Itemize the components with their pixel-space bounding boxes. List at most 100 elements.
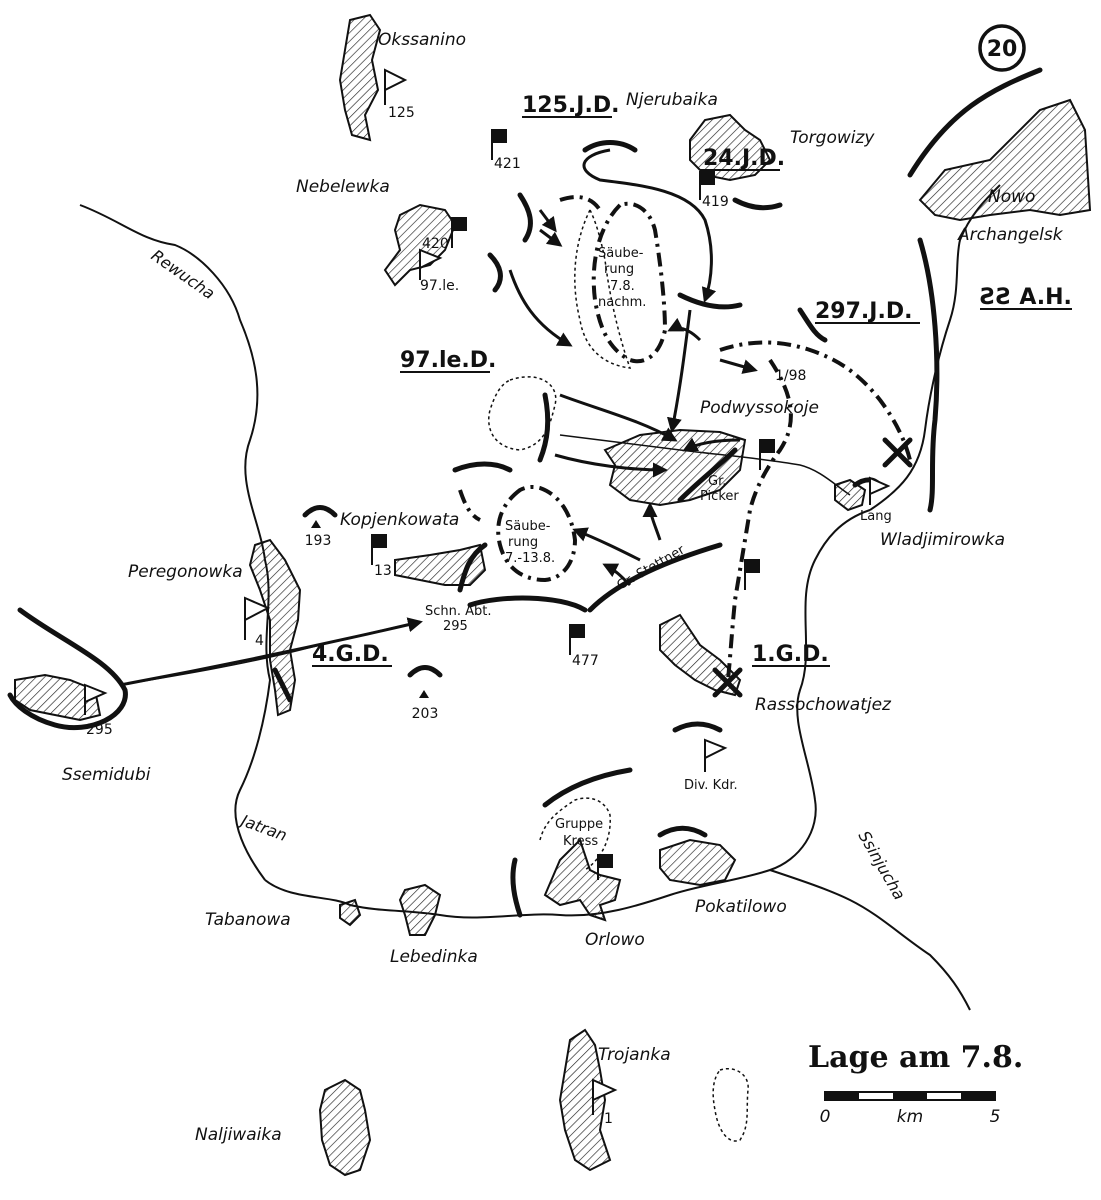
front-arc-5 <box>677 292 743 310</box>
place-names: Okssanino Njerubaika Torgowizy Nowo Arch… <box>62 30 1064 1145</box>
label-sb1-2: rung <box>604 262 634 277</box>
label-477: 477 <box>572 653 599 669</box>
place-lebedinka: Lebedinka <box>390 947 478 967</box>
label-13: 13 <box>374 563 392 579</box>
okssanino-town <box>338 13 382 142</box>
front-arc-20 <box>302 505 338 518</box>
label-div-kdr: Div. Kdr. <box>684 778 738 793</box>
front-arc-17 <box>510 857 523 918</box>
label-gr-stettner: Gr. Stettner <box>615 542 689 593</box>
front-arc-3 <box>517 192 533 243</box>
nowo-archangelsk-town <box>918 98 1092 222</box>
pocket-97le-north <box>488 376 557 451</box>
flag-div-kdr <box>704 738 728 772</box>
dash-dot-lines <box>458 195 912 681</box>
label-125: 125 <box>388 105 415 121</box>
dotted-pockets <box>488 208 749 1142</box>
flag-295 <box>84 683 108 715</box>
saeuberung-7-13-8-boundary <box>496 484 578 583</box>
archangelsk-river <box>869 184 1001 511</box>
label-203: 203 <box>412 706 439 722</box>
front-lines <box>7 67 1043 918</box>
arrow-dash-from-1-98 <box>719 358 758 374</box>
pocket-kress <box>539 797 611 871</box>
rassochowatjez-dash-line <box>726 358 793 681</box>
scale-end: 5 <box>990 1107 1001 1127</box>
kopjenkowata-dash-line <box>458 489 481 522</box>
label-lang: Lang <box>860 509 892 524</box>
label-420: 420 <box>422 236 449 252</box>
front-arc-2 <box>537 392 551 463</box>
arrow-hook-2 <box>539 228 563 247</box>
flag-420 <box>451 217 467 248</box>
label-kress-2: Kress <box>563 834 598 849</box>
place-naljiwaika: Naljiwaika <box>195 1125 282 1145</box>
trojanka-town <box>558 1028 612 1172</box>
place-okssanino: Okssanino <box>378 30 466 50</box>
ssemidubi-town <box>14 673 102 722</box>
label-4: 4 <box>255 633 264 649</box>
front-arc-18 <box>672 721 723 733</box>
flag-421 <box>491 129 507 160</box>
front-arc-8 <box>582 140 638 153</box>
unit-gd4: 4.G.D. <box>312 642 389 667</box>
label-sb1-3: 7.8. <box>610 279 635 294</box>
pocket-njerubaika <box>574 208 632 369</box>
arrow-njerubaika-sweep <box>582 148 717 303</box>
map-number-badge: 20 <box>978 24 1026 72</box>
place-peregonowka: Peregonowka <box>128 562 243 582</box>
label-419: 419 <box>702 194 729 210</box>
flag-rassochowatjez <box>744 559 760 590</box>
label-gr-picker-1: Gr. <box>708 474 726 489</box>
ssinjucha-river <box>769 869 971 1011</box>
place-nowo: Nowo <box>988 187 1035 207</box>
label-421: 421 <box>494 156 521 172</box>
arrow-schn-abt <box>119 617 423 687</box>
njerubaika-dash-line <box>559 195 602 212</box>
label-193: 193 <box>305 533 332 549</box>
front-arc-21 <box>407 665 443 678</box>
scale-start: 0 <box>820 1107 831 1127</box>
crossed-marker-wladjimirowka-b <box>882 437 913 468</box>
small-labels: 125 421 419 420 97.le. 193 13 4 295 477 … <box>86 105 892 1127</box>
label-schn-abt: Schn. Abt. <box>425 604 492 619</box>
arrow-hook-1 <box>538 209 557 233</box>
front-arc-14 <box>907 67 1043 178</box>
unit-led97: 97.le.D. <box>400 348 496 373</box>
towns <box>14 13 1092 1177</box>
tabanowa-town <box>339 898 362 927</box>
place-njerubaika: Njerubaika <box>626 90 718 110</box>
arrow-to-podwyssokoje-1 <box>559 393 678 442</box>
flag-13 <box>371 534 387 565</box>
label-295: 295 <box>86 722 113 738</box>
rewucha-river <box>79 204 272 881</box>
label-1-98: 1/98 <box>775 368 806 384</box>
map-number: 20 <box>987 37 1018 62</box>
saeuberung-7-8-boundary <box>591 201 668 364</box>
unit-underlines <box>312 116 1072 667</box>
front-arc-19 <box>657 825 708 838</box>
unit-jd24: 24.J.D. <box>703 146 785 171</box>
naljiwaika-town <box>318 1078 372 1177</box>
hill-markers <box>311 520 429 698</box>
river-ssinjucha: Ssinjucha <box>855 828 910 904</box>
crossed-marker-rassochowatjez-b <box>712 667 743 698</box>
flags <box>84 68 891 1115</box>
scale-bar: 0 km 5 <box>820 1091 1001 1127</box>
front-arc-1 <box>452 461 513 473</box>
flag-kress <box>597 854 613 880</box>
place-podwyssokoje: Podwyssokoje <box>700 398 819 418</box>
arrow-turn <box>667 317 702 342</box>
arrow-to-podwyssokoje-2 <box>554 453 668 478</box>
arrow-small-up <box>602 563 632 587</box>
label-sb2-1: Säube- <box>505 519 551 534</box>
river-rewucha: Rewucha <box>148 246 219 303</box>
unit-jd297: 297.J.D. <box>815 299 912 324</box>
label-sb2-3: 7.-13.8. <box>505 551 555 566</box>
place-ssemidubi: Ssemidubi <box>62 765 151 785</box>
front-arc-22 <box>272 667 293 703</box>
label-schn-abt-295: 295 <box>443 619 468 634</box>
label-sb1-1: Säube- <box>598 246 644 261</box>
place-torgowizy: Torgowizy <box>790 128 875 148</box>
label-kress-1: Gruppe <box>555 817 603 832</box>
